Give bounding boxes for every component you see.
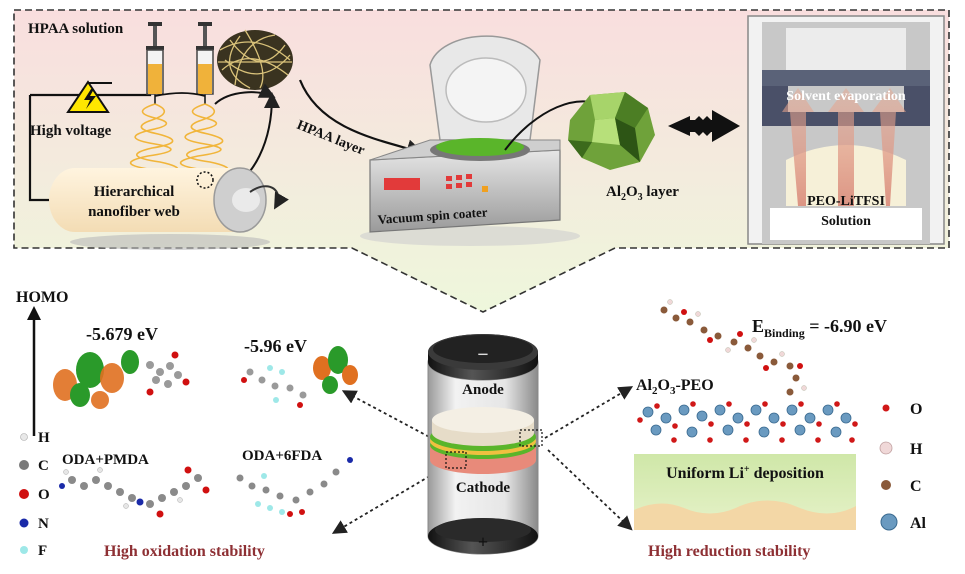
al2o3-crystal-icon (568, 92, 655, 170)
legend-h: H (38, 430, 50, 446)
right-legend-c: C (910, 478, 922, 495)
li-deposition-box (634, 454, 856, 530)
peo-litfsi-label-1: PEO-LiTFSI (807, 194, 885, 209)
molecule-label-2: ODA+6FDA (242, 448, 322, 464)
energy-label-2: -5.96 eV (244, 336, 307, 356)
molecule-oda-6fda (236, 457, 353, 517)
left-legend-markers (19, 433, 29, 554)
right-legend-al: Al (910, 515, 927, 532)
anode-label: Anode (462, 382, 504, 398)
nanofiber-web-label-2: nanofiber web (88, 204, 180, 220)
molecule-oda-pmda (59, 466, 210, 518)
oxidation-stability-label: High oxidation stability (104, 543, 265, 560)
reduction-stability-label: High reduction stability (648, 543, 810, 560)
homo-orbital-1 (53, 350, 190, 409)
battery-cell (427, 334, 543, 555)
homo-label: HOMO (16, 289, 68, 306)
syringe-wire (154, 92, 206, 97)
syringe-icon-2 (196, 22, 214, 104)
uniform-deposition-label: Uniform Li+ deposition (666, 464, 824, 482)
legend-n: N (38, 516, 49, 532)
energy-label-1: -5.679 eV (86, 324, 158, 344)
spin-coater-icon (360, 35, 580, 246)
right-legend-o: O (910, 401, 922, 418)
peo-chain (660, 299, 807, 396)
nanofiber-web-label-1: Hierarchical (94, 184, 175, 200)
high-voltage-icon (66, 80, 110, 113)
al2o3-layer-label: Al2O3 layer (606, 184, 679, 203)
homo-orbital-2 (241, 346, 358, 408)
hpaa-solution-label: HPAA solution (28, 21, 124, 37)
minus-terminal: − (477, 344, 488, 366)
cathode-label: Cathode (456, 480, 511, 496)
right-legend-markers (879, 404, 898, 531)
peo-litfsi-label-2: Solution (821, 214, 871, 229)
evaporation-box (747, 15, 945, 245)
solvent-evaporation-label: Solvent evaporation (786, 89, 906, 104)
legend-f: F (38, 543, 47, 559)
legend-c: C (38, 458, 49, 474)
legend-o: O (38, 487, 50, 503)
binding-energy-label: EBinding = -6.90 eV (752, 316, 887, 340)
al2o3-peo-label: Al2O3-PEO (636, 377, 714, 397)
homo-axis (27, 306, 41, 436)
molecule-label-1: ODA+PMDA (62, 452, 149, 468)
plus-terminal: + (478, 532, 488, 552)
al2o3-slab (637, 401, 858, 443)
high-voltage-label: High voltage (30, 123, 112, 139)
fiber-mat-icon (217, 29, 293, 90)
syringe-icon (146, 22, 164, 104)
right-legend-h: H (910, 441, 923, 458)
collector-roller (49, 167, 289, 250)
process-arrow (668, 110, 740, 142)
